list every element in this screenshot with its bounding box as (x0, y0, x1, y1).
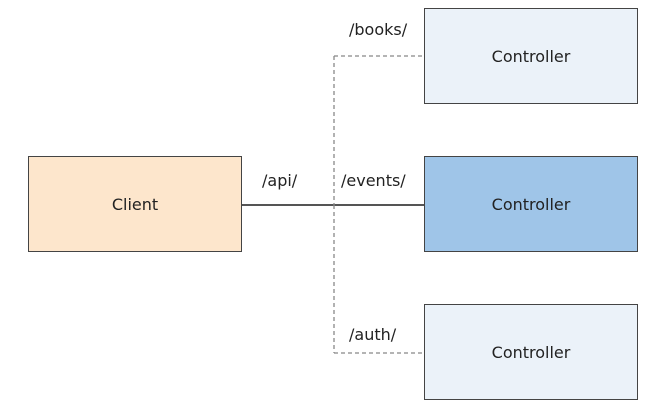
api-route-label: /api/ (262, 171, 298, 190)
client-label: Client (111, 194, 159, 214)
auth-controller-label: Controller (491, 342, 571, 362)
books-controller-label: Controller (491, 46, 571, 66)
events-route-label: /events/ (341, 171, 406, 190)
client-box: Client (28, 156, 242, 252)
books-route-label: /books/ (349, 20, 408, 39)
auth-route-label: /auth/ (349, 325, 397, 344)
events-controller-box: Controller (424, 156, 638, 252)
books-controller-box: Controller (424, 8, 638, 104)
events-controller-label: Controller (491, 194, 571, 214)
auth-controller-box: Controller (424, 304, 638, 400)
